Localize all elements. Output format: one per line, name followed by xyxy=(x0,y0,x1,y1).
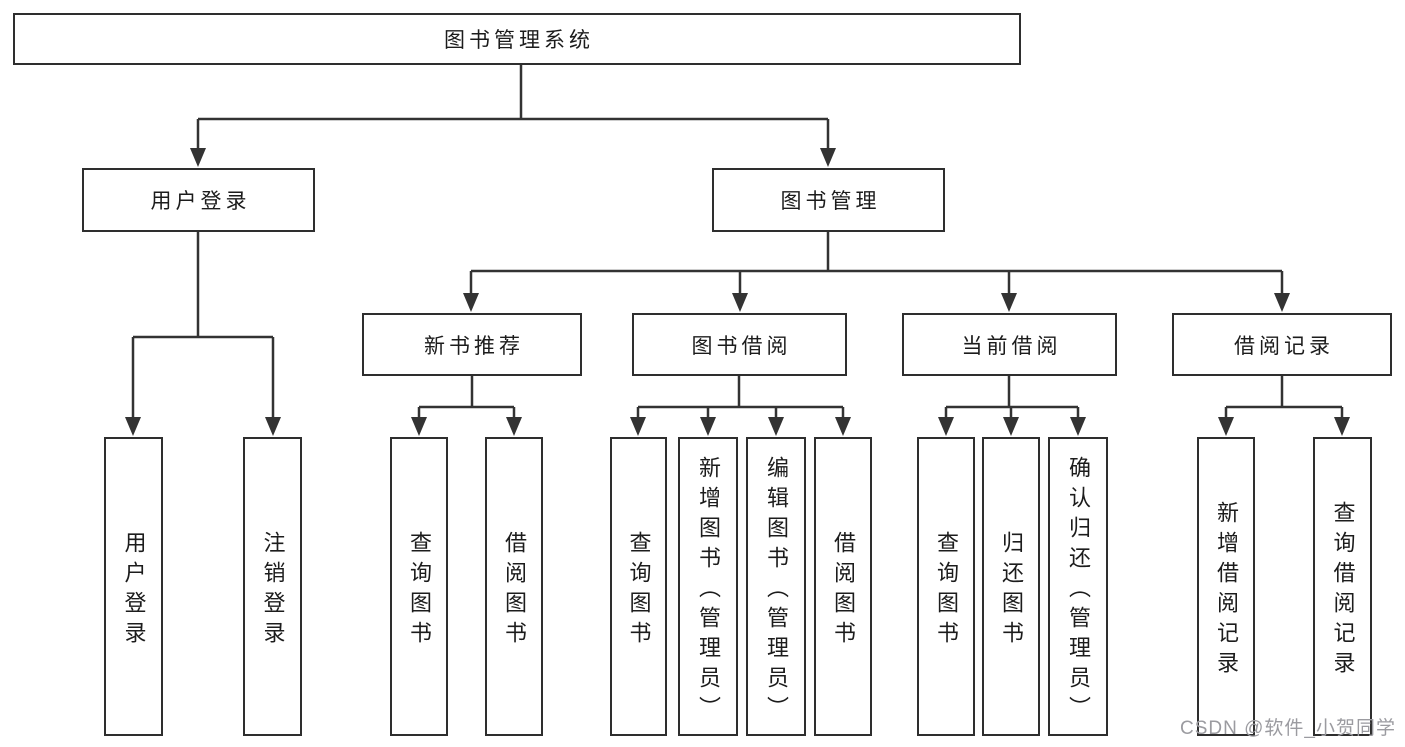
leaf-edit-books-admin-label: 编辑图书（管理员） xyxy=(764,455,789,726)
edge-current-borrow-to-leaves xyxy=(944,376,1080,421)
edge-user-login-to-leaves xyxy=(131,232,275,421)
node-new-book-recommend: 新书推荐 xyxy=(362,313,582,376)
node-book-management-label: 图书管理 xyxy=(780,190,881,213)
leaf-query-books-3-label: 查询图书 xyxy=(934,530,959,651)
leaf-borrow-books-1: 借阅图书 xyxy=(485,437,543,736)
leaf-add-borrow-record: 新增借阅记录 xyxy=(1197,437,1255,736)
leaf-logout-label: 注销登录 xyxy=(260,530,286,651)
arrowheads xyxy=(125,148,1350,436)
node-current-borrow-label: 当前借阅 xyxy=(961,334,1062,358)
leaf-borrow-books-1-label: 借阅图书 xyxy=(502,530,527,651)
leaf-confirm-return-admin: 确认归还（管理员） xyxy=(1048,437,1108,736)
leaf-borrow-books-2-label: 借阅图书 xyxy=(831,530,856,651)
node-book-management: 图书管理 xyxy=(712,168,945,232)
leaf-return-books-label: 归还图书 xyxy=(999,530,1024,651)
node-book-borrow-label: 图书借阅 xyxy=(691,334,792,358)
leaf-add-books-admin-label: 新增图书（管理员） xyxy=(696,455,721,726)
node-borrow-records-label: 借阅记录 xyxy=(1234,334,1334,358)
node-user-login-label: 用户登录 xyxy=(150,190,251,213)
edge-new-book-rec-to-leaves xyxy=(417,376,516,421)
node-borrow-records: 借阅记录 xyxy=(1172,313,1392,376)
csdn-watermark: CSDN @软件_小贺同学 xyxy=(1180,718,1396,739)
leaf-query-books-1-label: 查询图书 xyxy=(407,530,432,651)
leaf-confirm-return-admin-label: 确认归还（管理员） xyxy=(1066,455,1091,726)
leaf-user-login-label: 用户登录 xyxy=(121,530,147,651)
edge-book-mgmt-to-level3 xyxy=(469,232,1284,296)
leaf-add-books-admin: 新增图书（管理员） xyxy=(678,437,738,736)
edge-root-to-level2 xyxy=(196,65,830,151)
leaf-edit-books-admin: 编辑图书（管理员） xyxy=(746,437,806,736)
leaf-return-books: 归还图书 xyxy=(982,437,1040,736)
node-root-label: 图书管理系统 xyxy=(444,29,594,52)
node-new-book-recommend-label: 新书推荐 xyxy=(424,334,524,358)
edge-book-borrow-to-leaves xyxy=(636,376,845,421)
leaf-query-books-2-label: 查询图书 xyxy=(626,530,652,651)
node-user-login: 用户登录 xyxy=(82,168,315,232)
leaf-query-borrow-record-label: 查询借阅记录 xyxy=(1330,500,1356,681)
leaf-query-books-2: 查询图书 xyxy=(610,437,667,736)
node-book-borrow: 图书借阅 xyxy=(632,313,847,376)
leaf-query-borrow-record: 查询借阅记录 xyxy=(1313,437,1372,736)
leaf-user-login: 用户登录 xyxy=(104,437,163,736)
leaf-logout: 注销登录 xyxy=(243,437,302,736)
leaf-borrow-books-2: 借阅图书 xyxy=(814,437,872,736)
node-current-borrow: 当前借阅 xyxy=(902,313,1117,376)
leaf-query-books-3: 查询图书 xyxy=(917,437,975,736)
node-root-system: 图书管理系统 xyxy=(13,13,1021,65)
edge-borrow-records-to-leaves xyxy=(1224,376,1344,421)
leaf-query-books-1: 查询图书 xyxy=(390,437,448,736)
leaf-add-borrow-record-label: 新增借阅记录 xyxy=(1214,500,1239,681)
